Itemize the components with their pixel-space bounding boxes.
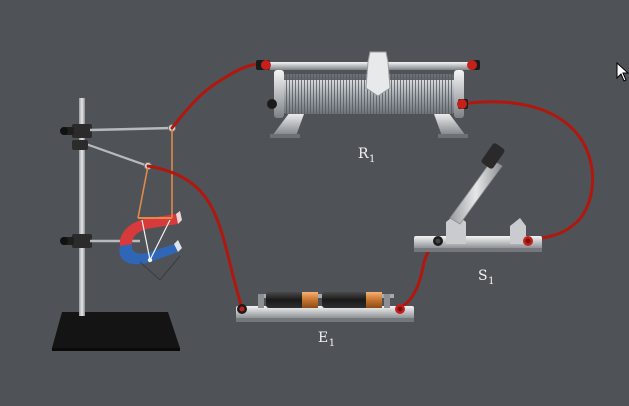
resistor-label: R1 [358, 146, 376, 165]
rheostat-slider[interactable] [365, 51, 391, 97]
horseshoe-magnet[interactable] [119, 211, 182, 281]
rheostat-terminal-right-bottom[interactable] [457, 99, 468, 109]
battery-cell-left [266, 292, 318, 308]
rheostat[interactable] [256, 51, 480, 138]
stand-rod [79, 98, 85, 316]
pendulum-arm [85, 142, 149, 168]
arrow-cursor-icon [616, 62, 629, 82]
switch-blade[interactable] [449, 159, 503, 225]
rheostat-terminal-left-top[interactable] [256, 60, 271, 70]
battery-base [236, 306, 414, 320]
battery[interactable] [236, 292, 414, 322]
stand-base [52, 312, 180, 348]
stand-terminals [144, 124, 176, 170]
wire-stand-to-battery[interactable] [146, 164, 244, 310]
switch-terminal-right[interactable] [523, 236, 533, 246]
wire-resistor-to-switch[interactable] [460, 100, 595, 242]
rheostat-coil [280, 74, 458, 114]
clamp-arm-upper [89, 126, 173, 132]
rheostat-terminal-left-bottom[interactable] [267, 99, 277, 109]
magnet-red-pole [119, 214, 178, 246]
switch-label: S1 [478, 268, 495, 287]
battery-label: E1 [318, 330, 336, 349]
battery-terminal-right[interactable] [395, 304, 405, 314]
copper-swing[interactable] [137, 128, 173, 263]
iron-stand [52, 98, 180, 351]
switch-handle[interactable] [480, 142, 505, 170]
battery-cell-right [322, 292, 382, 308]
battery-terminal-left[interactable] [237, 304, 247, 314]
switch-terminal-left[interactable] [433, 236, 443, 246]
rheostat-terminal-right-top[interactable] [467, 60, 480, 70]
knife-switch[interactable] [414, 142, 542, 252]
wire-stand-to-resistor[interactable] [170, 62, 268, 130]
